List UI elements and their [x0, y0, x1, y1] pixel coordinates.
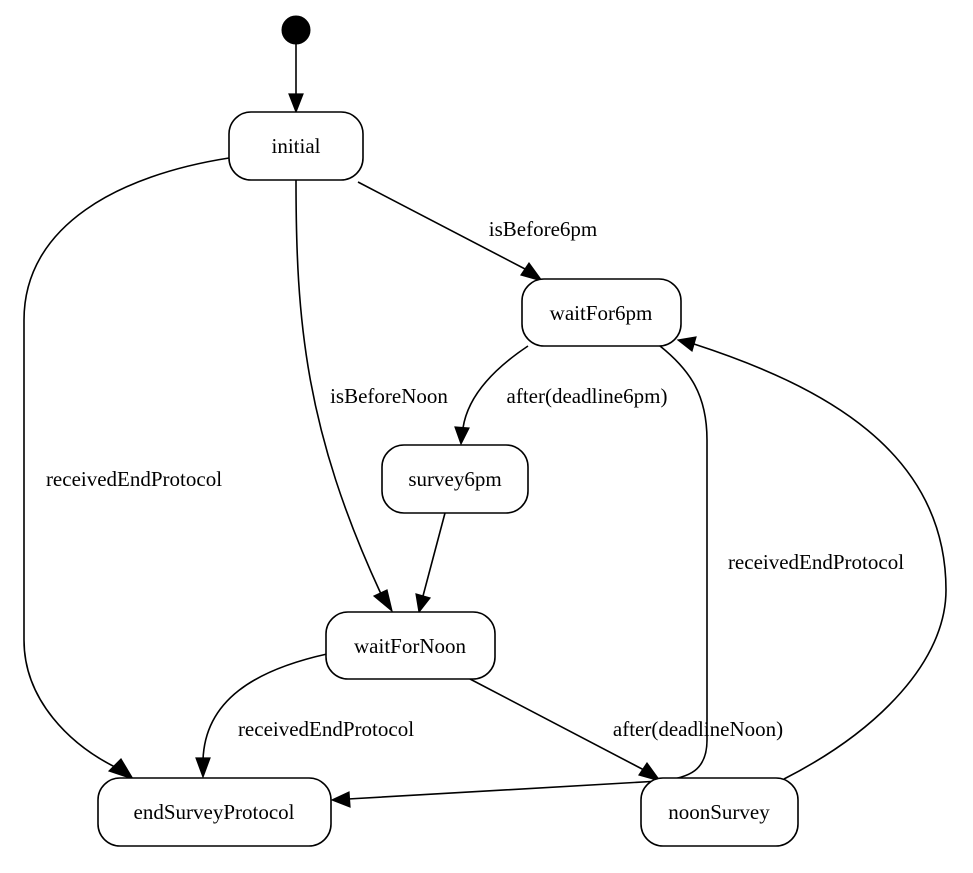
state-initial: initial	[228, 111, 364, 181]
edge-initial-to-waitForNoon	[295, 179, 382, 595]
state-survey6pm: survey6pm	[381, 444, 529, 514]
state-noonSurvey-label: noonSurvey	[668, 800, 770, 824]
label-after-deadlineNoon: after(deadlineNoon)	[613, 717, 783, 741]
edge-initial-to-endSurveyProtocol-arrowhead	[107, 758, 135, 781]
label-waitForNoon-receivedEndProtocol: receivedEndProtocol	[238, 717, 414, 741]
start-transition-arrowhead	[288, 93, 304, 114]
edge-noonSurvey-to-waitFor6pm	[693, 343, 947, 780]
label-isBeforeNoon: isBeforeNoon	[330, 384, 448, 408]
state-initial-label: initial	[272, 134, 321, 158]
edge-initial-to-waitFor6pm	[357, 181, 528, 271]
edge-waitFor6pm-to-endSurveyProtocol-arrowhead	[330, 791, 351, 808]
edge-waitForNoon-to-endSurveyProtocol	[202, 653, 328, 761]
state-survey6pm-label: survey6pm	[408, 467, 501, 491]
state-waitFor6pm-label: waitFor6pm	[550, 301, 653, 325]
state-waitFor6pm: waitFor6pm	[521, 278, 682, 347]
edge-waitForNoon-to-endSurveyProtocol-arrowhead	[195, 757, 211, 779]
state-noonSurvey: noonSurvey	[640, 777, 799, 847]
edge-survey6pm-to-waitForNoon	[422, 512, 446, 597]
state-endSurveyProtocol-label: endSurveyProtocol	[134, 800, 295, 824]
edge-survey6pm-to-waitForNoon-arrowhead	[415, 593, 432, 614]
edge-initial-to-endSurveyProtocol	[23, 157, 230, 769]
state-endSurveyProtocol: endSurveyProtocol	[97, 777, 332, 847]
edge-noonSurvey-to-waitFor6pm-arrowhead	[676, 336, 697, 353]
label-waitFor6pm-receivedEndProtocol: receivedEndProtocol	[728, 550, 904, 574]
state-waitForNoon: waitForNoon	[325, 611, 496, 680]
label-isBefore6pm: isBefore6pm	[489, 217, 597, 241]
state-waitForNoon-label: waitForNoon	[354, 634, 466, 658]
edge-waitForNoon-to-noonSurvey-arrowhead	[638, 761, 662, 783]
label-initial-receivedEndProtocol: receivedEndProtocol	[46, 467, 222, 491]
edge-initial-to-waitForNoon-arrowhead	[372, 589, 394, 613]
edge-initial-to-waitFor6pm-arrowhead	[520, 261, 544, 283]
initial-pseudostate	[281, 15, 311, 45]
edge-waitForNoon-to-noonSurvey	[469, 678, 645, 771]
edge-waitFor6pm-to-survey6pm-arrowhead	[454, 426, 470, 446]
label-after-deadline6pm: after(deadline6pm)	[507, 384, 668, 408]
edge-waitFor6pm-to-survey6pm	[462, 345, 529, 429]
